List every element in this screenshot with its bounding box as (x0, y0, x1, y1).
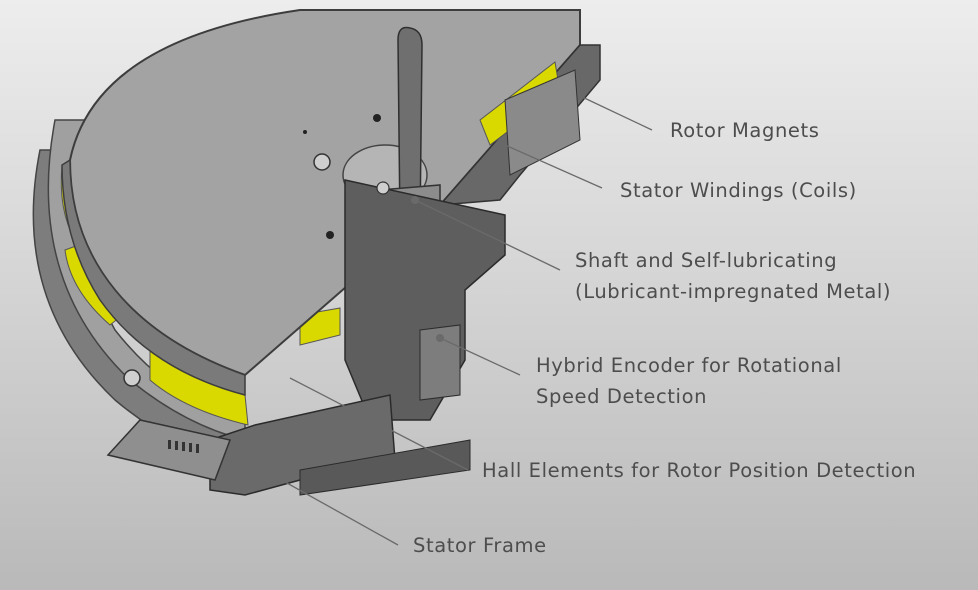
callout-text: Stator Windings (Coils) (620, 179, 857, 202)
callout-hybrid-encoder: Hybrid Encoder for Rotational Speed Dete… (536, 350, 842, 412)
pcb-pins (168, 440, 199, 453)
callout-hall-elements: Hall Elements for Rotor Position Detecti… (482, 455, 916, 486)
encoder-block (419, 324, 461, 401)
callout-text: Speed Detection (536, 385, 708, 408)
callout-stator-frame: Stator Frame (413, 530, 547, 561)
leader-lines (259, 94, 653, 546)
callout-text: Rotor Magnets (670, 119, 820, 142)
hole-2 (326, 231, 334, 239)
callout-text: Shaft and Self-lubricating (575, 249, 838, 272)
pcb-board (106, 419, 232, 481)
screw-top (313, 153, 331, 171)
hole-3 (303, 130, 307, 134)
callout-text: Stator Frame (413, 534, 547, 557)
callout-text: (Lubricant-impregnated Metal) (575, 280, 892, 303)
callout-text: Hybrid Encoder for Rotational (536, 354, 842, 377)
callout-rotor-magnets: Rotor Magnets (670, 115, 820, 146)
callout-stator-windings: Stator Windings (Coils) (620, 175, 857, 206)
callout-shaft-bearing: Shaft and Self-lubricating (Lubricant-im… (575, 245, 891, 307)
hole-1 (373, 114, 381, 122)
leader-dots (256, 196, 444, 472)
callout-text: Hall Elements for Rotor Position Detecti… (482, 459, 917, 482)
central-section (344, 179, 506, 421)
rotor-top-disc-edge (61, 158, 246, 396)
stator-frame-base (299, 439, 471, 496)
screw-hub (376, 181, 390, 195)
winding-right (504, 69, 581, 176)
screw-lower (123, 369, 141, 387)
